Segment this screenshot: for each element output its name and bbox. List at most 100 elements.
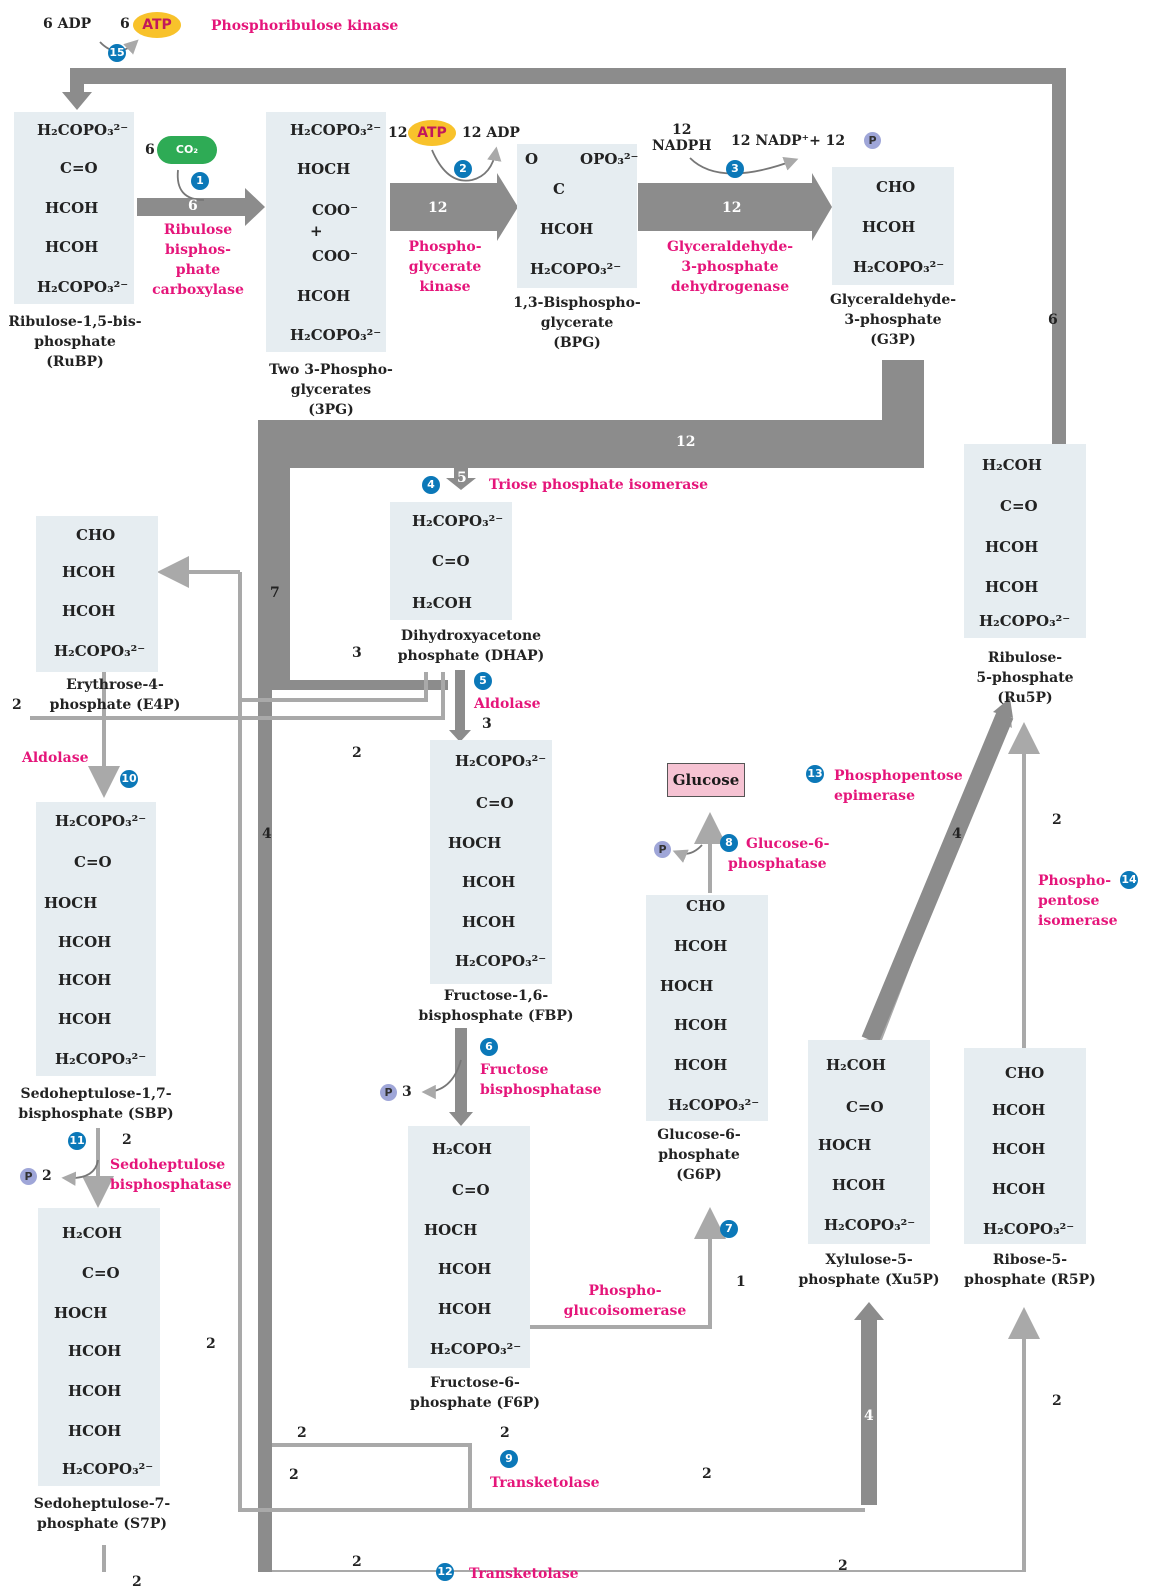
g3p-line-1: CHO bbox=[876, 178, 916, 196]
adp-top-label: 6 ADP bbox=[43, 16, 92, 32]
fbp-name: Fructose-1,6-bisphosphate (FBP) bbox=[418, 988, 574, 1024]
xu5p-line-3: HOCH bbox=[818, 1136, 872, 1154]
co2-count: 6 bbox=[145, 142, 155, 158]
bpg-line-1: O bbox=[525, 150, 539, 168]
sbp-box bbox=[36, 802, 156, 1076]
flow-2-m: 2 bbox=[132, 1574, 142, 1590]
ru5p-line-2: C=O bbox=[1000, 497, 1038, 515]
flow-2-e: 2 bbox=[206, 1336, 216, 1352]
flow-12-horizontal: 12 bbox=[676, 434, 696, 450]
arrow-2 bbox=[390, 173, 518, 241]
step-7-badge: 7 bbox=[720, 1220, 738, 1238]
flow-2-l: 2 bbox=[838, 1558, 848, 1574]
g6p-line-3: HOCH bbox=[660, 977, 714, 995]
rubp-line-5: H₂COPO₃²⁻ bbox=[37, 278, 129, 296]
f6p-line-5: HCOH bbox=[438, 1300, 492, 1318]
pi-fbp-count: 3 bbox=[402, 1084, 412, 1100]
flow-12-arrow-2: 12 bbox=[428, 200, 448, 216]
g6p-line-1: CHO bbox=[686, 897, 726, 915]
flow-4-diagonal: 4 bbox=[952, 826, 962, 842]
ru5p-line-3: HCOH bbox=[985, 538, 1039, 556]
step-1-badge: 1 bbox=[191, 172, 209, 190]
sbp-name: Sedoheptulose-1,7-bisphosphate (SBP) bbox=[18, 1086, 174, 1122]
flow-2-k: 2 bbox=[352, 1554, 362, 1570]
r5p-line-4: HCOH bbox=[992, 1180, 1046, 1198]
step-3-badge: 3 bbox=[726, 160, 744, 178]
enzyme-aldolase: Aldolase bbox=[474, 696, 541, 712]
bpg-name: 1,3-Bisphospho-glycerate(BPG) bbox=[513, 295, 641, 351]
sbp-line-2: C=O bbox=[74, 853, 112, 871]
r5p-box bbox=[964, 1048, 1086, 1244]
enzyme-transketolase-12: Transketolase bbox=[469, 1566, 579, 1582]
flow-6-arrow-1: 6 bbox=[188, 198, 198, 214]
flow-2-f: 2 bbox=[297, 1425, 307, 1441]
xu5p-name: Xylulose-5-phosphate (Xu5P) bbox=[798, 1252, 940, 1288]
g6p-line-5: HCOH bbox=[674, 1056, 728, 1074]
step-8-badge: 8 bbox=[720, 834, 738, 852]
flow-4-trunk: 4 bbox=[262, 826, 272, 842]
ru5p-line-5: H₂COPO₃²⁻ bbox=[979, 612, 1071, 630]
fbp-line-2: C=O bbox=[476, 794, 514, 812]
atp-top-badge: ATP bbox=[133, 12, 181, 38]
flow-3-b: 3 bbox=[482, 716, 492, 732]
s7p-line-5: HCOH bbox=[68, 1382, 122, 1400]
s7p-line-4: HCOH bbox=[68, 1342, 122, 1360]
dhap-line-2: C=O bbox=[432, 552, 470, 570]
flow-2-b: 2 bbox=[12, 697, 22, 713]
pg3-name: Two 3-Phospho-glycerates(3PG) bbox=[269, 362, 393, 418]
r5p-name: Ribose-5-phosphate (R5P) bbox=[964, 1252, 1096, 1288]
rubp-line-4: HCOH bbox=[45, 238, 99, 256]
enzyme-aldolase-left: Aldolase bbox=[22, 750, 89, 766]
sbp-line-4: HCOH bbox=[58, 933, 112, 951]
pg3-line-6: HCOH bbox=[297, 287, 351, 305]
s7p-name: Sedoheptulose-7-phosphate (S7P) bbox=[33, 1496, 171, 1532]
glucose-box: Glucose bbox=[667, 763, 745, 797]
f6p-line-4: HCOH bbox=[438, 1260, 492, 1278]
rubp-line-1: H₂COPO₃²⁻ bbox=[37, 121, 129, 139]
dhap-box bbox=[390, 502, 512, 620]
s7p-line-6: HCOH bbox=[68, 1422, 122, 1440]
bpg-line-3: C bbox=[553, 180, 565, 198]
rubp-box bbox=[14, 112, 134, 304]
flow-2-c: 2 bbox=[1052, 812, 1062, 828]
step-14-badge: 14 bbox=[1120, 871, 1138, 889]
flow-1: 1 bbox=[736, 1274, 746, 1290]
f6p-line-2: C=O bbox=[452, 1181, 490, 1199]
fbp-line-3: HOCH bbox=[448, 834, 502, 852]
s7p-line-3: HOCH bbox=[54, 1304, 108, 1322]
flow-3-a: 3 bbox=[352, 645, 362, 661]
sbp-line-1: H₂COPO₃²⁻ bbox=[55, 812, 147, 830]
ru5p-name: Ribulose-5-phosphate(Ru5P) bbox=[976, 650, 1074, 706]
enzyme-phosphoribulose-kinase: Phosphoribulose kinase bbox=[211, 18, 399, 34]
arrow-3 bbox=[638, 173, 832, 241]
step-2-badge: 2 bbox=[454, 160, 472, 178]
enzyme-pgi: Phospho-glucoisomerase bbox=[563, 1283, 687, 1319]
pg3-line-2: HOCH bbox=[297, 160, 351, 178]
ru5p-box bbox=[964, 444, 1086, 638]
g3p-line-3: H₂COPO₃²⁻ bbox=[853, 258, 945, 276]
step-5-badge: 5 bbox=[474, 672, 492, 690]
dhap-line-3: H₂COH bbox=[412, 594, 472, 612]
return-arrow-top bbox=[1052, 68, 1066, 445]
fbp-line-1: H₂COPO₃²⁻ bbox=[455, 752, 547, 770]
g6p-box bbox=[646, 895, 768, 1121]
xu5p-line-1: H₂COH bbox=[826, 1056, 886, 1074]
ru5p-line-1: H₂COH bbox=[982, 456, 1042, 474]
bpg-line-2: OPO₃²⁻ bbox=[580, 150, 639, 168]
flow-7: 7 bbox=[270, 585, 280, 601]
pi-sbp-count: 2 bbox=[42, 1168, 52, 1184]
step-12-badge: 12 bbox=[436, 1563, 454, 1581]
sbp-line-6: HCOH bbox=[58, 1010, 112, 1028]
s7p-line-7: H₂COPO₃²⁻ bbox=[62, 1460, 154, 1478]
step-15-badge: 15 bbox=[108, 44, 126, 62]
xu5p-line-5: H₂COPO₃²⁻ bbox=[824, 1216, 916, 1234]
enzyme-tpi: Triose phosphate isomerase bbox=[489, 477, 709, 493]
flow-4-bottom: 4 bbox=[864, 1408, 874, 1424]
g6p-line-6: H₂COPO₃²⁻ bbox=[668, 1096, 760, 1114]
